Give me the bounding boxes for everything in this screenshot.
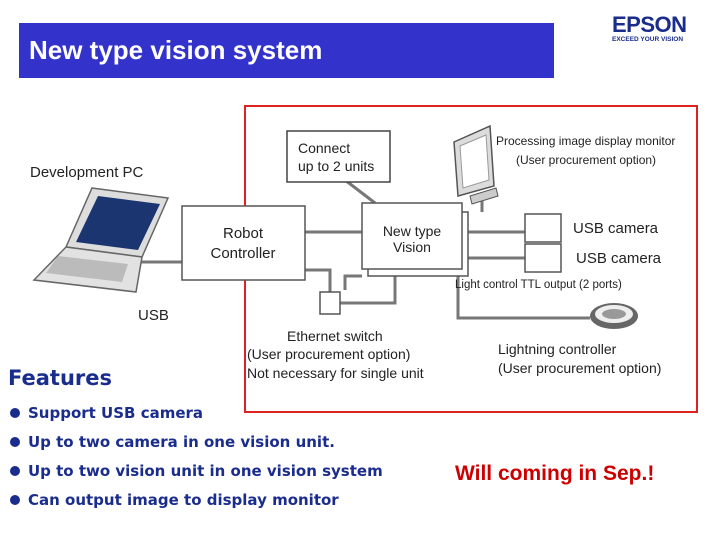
feature-text: Support USB camera: [28, 404, 204, 422]
features-heading: Features: [8, 366, 112, 390]
vision-label-line1: New type: [383, 223, 442, 239]
laptop-icon: [32, 187, 170, 293]
bullet-icon: [10, 466, 20, 476]
lightning-controller-option: (User procurement option): [498, 360, 661, 376]
connect-note-line2: up to 2 units: [298, 158, 374, 174]
features-list: Support USB camera Up to two camera in o…: [10, 402, 383, 518]
usb-label: USB: [138, 307, 169, 324]
connect-note-line1: Connect: [298, 140, 350, 156]
feature-text: Up to two vision unit in one vision syst…: [28, 462, 383, 480]
usb-camera-2-label: USB camera: [576, 250, 662, 267]
ethernet-switch-icon: [319, 291, 341, 315]
bullet-icon: [10, 495, 20, 505]
usb-camera-1-icon: [524, 213, 562, 243]
bullet-icon: [10, 408, 20, 418]
usb-camera-2-icon: [524, 243, 562, 273]
ring-light-icon: [590, 303, 638, 329]
ethernet-switch-note: Not necessary for single unit: [247, 365, 424, 381]
ethernet-switch-option: (User procurement option): [247, 346, 410, 362]
feature-item: Can output image to display monitor: [10, 489, 383, 518]
monitor-icon: [453, 124, 499, 205]
feature-item: Up to two vision unit in one vision syst…: [10, 460, 383, 489]
robot-controller-box: [181, 205, 306, 281]
announcement-text: Will coming in Sep.!: [455, 462, 655, 485]
connect-note-box: [286, 130, 391, 183]
feature-item: Up to two camera in one vision unit.: [10, 431, 383, 460]
system-diagram: Development PC USB Robot Controller Conn…: [30, 105, 698, 413]
robot-controller-label-line2: Controller: [210, 245, 275, 262]
feature-text: Can output image to display monitor: [28, 491, 339, 509]
usb-camera-1-label: USB camera: [573, 220, 659, 237]
monitor-label-line1: Processing image display monitor: [496, 134, 675, 148]
title-bar: New type vision system: [19, 23, 554, 78]
logo-tagline: EXCEED YOUR VISION: [612, 36, 684, 43]
lightning-controller-label: Lightning controller: [498, 341, 617, 357]
ethernet-switch-label: Ethernet switch: [287, 328, 383, 344]
robot-controller-label-line1: Robot: [223, 225, 264, 242]
logo-brand: EPSON: [612, 12, 687, 37]
light-control-label: Light control TTL output (2 ports): [455, 279, 622, 291]
epson-logo: EPSON EXCEED YOUR VISION: [612, 14, 696, 48]
monitor-label-line2: (User procurement option): [516, 153, 656, 167]
vision-label-line2: Vision: [393, 239, 431, 255]
connection-lines: [140, 178, 590, 320]
feature-text: Up to two camera in one vision unit.: [28, 433, 335, 451]
vision-unit-box: [361, 202, 463, 270]
bullet-icon: [10, 437, 20, 447]
feature-item: Support USB camera: [10, 402, 383, 431]
page-title: New type vision system: [29, 35, 323, 65]
development-pc-label: Development PC: [30, 164, 144, 181]
